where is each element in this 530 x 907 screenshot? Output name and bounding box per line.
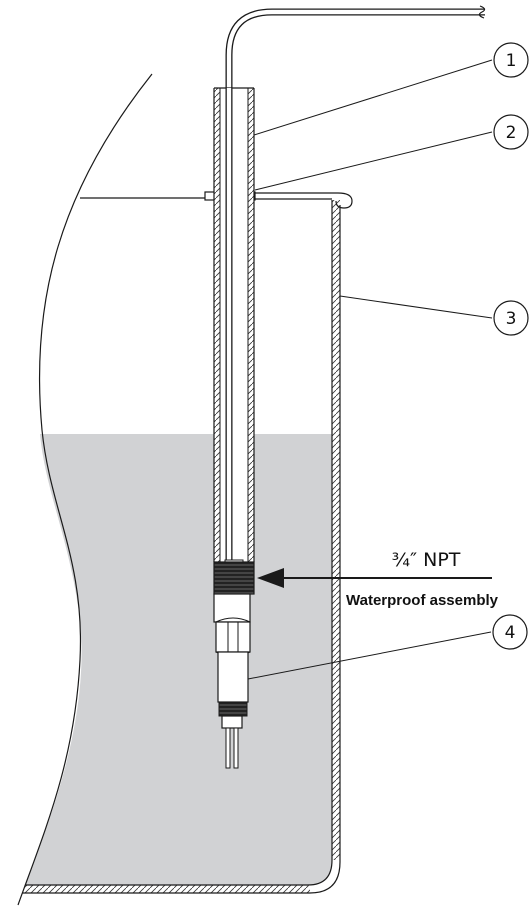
sensor-body (213, 593, 251, 769)
cable-break-symbol (478, 5, 486, 19)
leader-line-1 (253, 59, 493, 136)
leader-line-4 (247, 631, 492, 680)
tank-wall (254, 192, 353, 894)
callout-3: 3 (493, 300, 529, 336)
callout-number: 2 (506, 123, 517, 143)
callout-1: 1 (493, 42, 529, 78)
assembly-arrow (257, 568, 492, 588)
leader-line-3 (339, 295, 493, 319)
callout-number: 1 (506, 51, 517, 71)
tank-bottom (22, 884, 310, 894)
callout-number: 3 (506, 309, 517, 329)
waterproof-assembly-label: Waterproof assembly (346, 592, 499, 609)
callout-2: 2 (493, 114, 529, 150)
liquid-fill (25, 434, 332, 885)
callout-number: 4 (505, 623, 516, 643)
leader-line-2 (254, 131, 493, 191)
thread-size-label: ¾″ NPT (392, 549, 461, 571)
npt-threaded-fitting (213, 561, 255, 595)
callout-4: 4 (492, 614, 528, 650)
cutaway-curve (17, 73, 153, 906)
extension-pipe (213, 87, 255, 567)
